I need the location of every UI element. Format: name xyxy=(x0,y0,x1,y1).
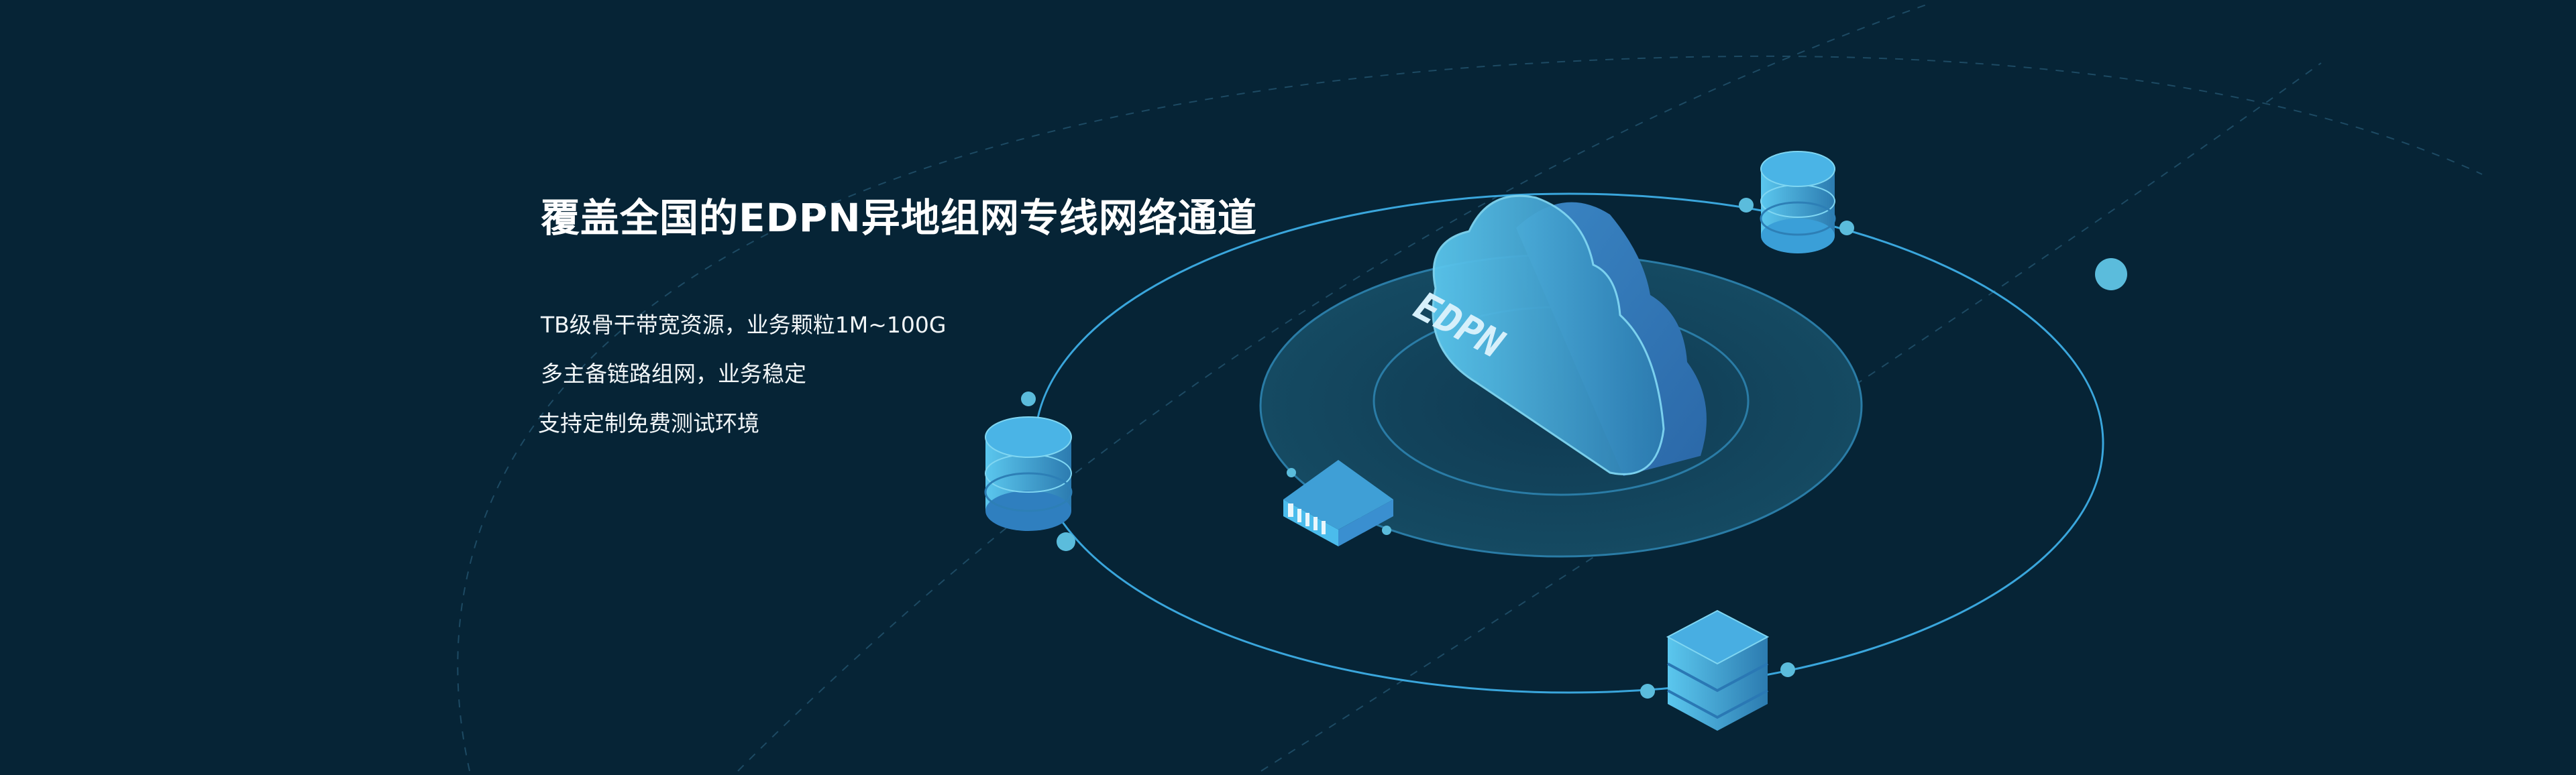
page-title: 覆盖全国的EDPN异地组网专线网络通道 xyxy=(541,195,1257,241)
background-dashed-arcs xyxy=(457,2,2483,772)
network-switch-icon xyxy=(1283,460,1393,546)
feature-bandwidth: TB级骨干带宽资源，业务颗粒1M~100G xyxy=(541,312,947,338)
cloud-icon: EDPN xyxy=(1403,194,1707,476)
feature-free-trial: 支持定制免费测试环境 xyxy=(538,410,759,436)
database-icon-left xyxy=(984,416,1073,531)
feature-redundancy: 多主备链路组网，业务稳定 xyxy=(541,361,806,387)
orbit-nodes xyxy=(1021,198,2127,699)
database-icon xyxy=(1760,151,1836,253)
server-stack-icon xyxy=(1666,609,1770,731)
